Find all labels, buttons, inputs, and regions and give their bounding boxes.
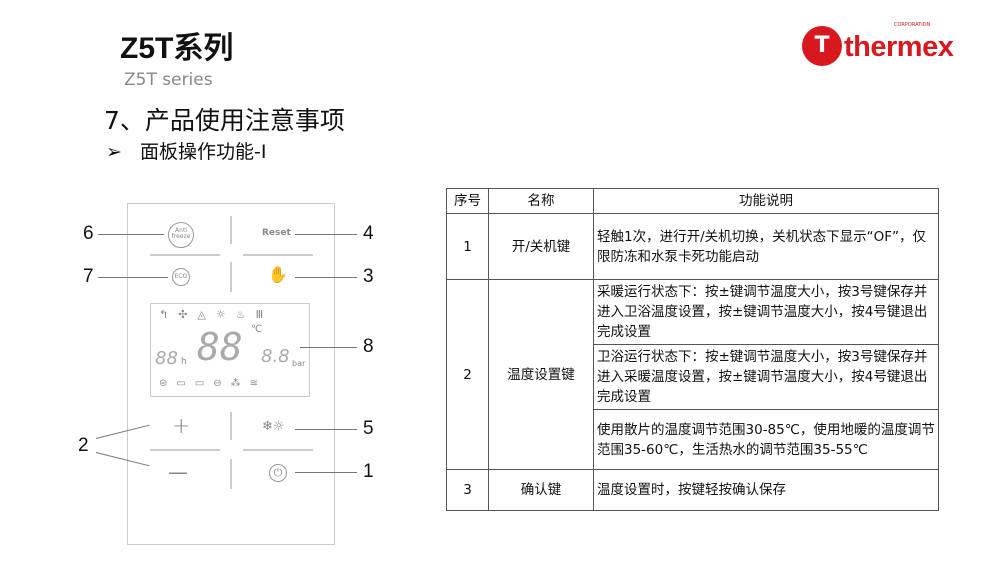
reset-button[interactable]: Reset bbox=[262, 228, 291, 238]
power-button[interactable]: ⏻ bbox=[269, 464, 287, 482]
header-name: 名称 bbox=[488, 188, 594, 214]
logo-text: thermex bbox=[844, 31, 954, 63]
callout-5: 5 bbox=[363, 418, 374, 439]
callout-2: 2 bbox=[78, 435, 89, 456]
row-no: 1 bbox=[446, 213, 489, 280]
row-no: 3 bbox=[446, 469, 489, 511]
row-desc: 轻触1次，进行开/关机切换，关机状态下显示“OF”，仅限防冻和水泵卡死功能启动 bbox=[593, 213, 939, 280]
lcd-display: ↰✣◬☼♨Ⅲ 88 ℃ 88 h 8.8 bar ⊜▭▭⊖⁂≋ bbox=[150, 303, 310, 397]
antifreeze-button[interactable]: Anti freeze bbox=[168, 222, 194, 248]
row-desc: 使用散片的温度调节范围30-85℃，使用地暖的温度调节范围35-60℃，生活热水… bbox=[593, 409, 939, 470]
subsection-text: 面板操作功能-I bbox=[140, 141, 267, 163]
callout-8: 8 bbox=[363, 336, 374, 357]
minus-button[interactable]: — bbox=[168, 460, 188, 484]
row-name: 确认键 bbox=[488, 469, 594, 511]
thermex-logo: T CORPORATION thermex bbox=[802, 22, 977, 68]
plus-button[interactable]: + bbox=[172, 414, 191, 439]
control-panel-diagram: Anti freeze Reset ECO ✋ + — ❄☼ ⏻ bbox=[127, 203, 335, 545]
hand-confirm-button[interactable]: ✋ bbox=[268, 265, 288, 284]
lcd-unit-c: ℃ bbox=[251, 324, 263, 335]
eco-button[interactable]: ECO bbox=[172, 268, 190, 286]
row-name: 开/关机键 bbox=[488, 213, 594, 280]
header-no: 序号 bbox=[446, 188, 489, 214]
page-subtitle: Z5T series bbox=[124, 70, 213, 90]
page-title: Z5T系列 bbox=[120, 32, 234, 65]
table-header-row: 序号 名称 功能说明 bbox=[446, 188, 939, 214]
logo-mark-icon: T bbox=[802, 26, 842, 66]
snowflake-sun-button[interactable]: ❄☼ bbox=[262, 419, 285, 434]
row-no: 2 bbox=[446, 279, 489, 470]
callout-3: 3 bbox=[363, 266, 374, 287]
row-desc: 卫浴运行状态下：按±键调节温度大小，按3号键保存并进入采暖温度设置，按±键调节温… bbox=[593, 344, 939, 410]
table-row: 1 开/关机键 轻触1次，进行开/关机切换，关机状态下显示“OF”，仅限防冻和水… bbox=[446, 213, 939, 280]
callout-4: 4 bbox=[363, 223, 374, 244]
section-heading: 7、产品使用注意事项 bbox=[104, 106, 345, 135]
subsection-heading: ➢ 面板操作功能-I bbox=[106, 140, 267, 164]
function-table: 序号 名称 功能说明 1 开/关机键 轻触1次，进行开/关机切换，关机状态下显示… bbox=[446, 188, 939, 511]
lcd-big-digits: 88 bbox=[197, 325, 243, 369]
bullet-icon: ➢ bbox=[106, 141, 122, 163]
table-row: 2 温度设置键 采暖运行状态下：按±键调节温度大小，按3号键保存并进入卫浴温度设… bbox=[446, 279, 939, 470]
logo-corp: CORPORATION bbox=[894, 22, 931, 28]
row-desc: 温度设置时，按键轻按确认保存 bbox=[593, 469, 939, 511]
row-name: 温度设置键 bbox=[488, 279, 594, 470]
lcd-pressure-digits: 8.8 bbox=[261, 346, 290, 367]
row-desc: 采暖运行状态下：按±键调节温度大小，按3号键保存并进入卫浴温度设置，按±键调节温… bbox=[593, 279, 939, 345]
table-row: 3 确认键 温度设置时，按键轻按确认保存 bbox=[446, 469, 939, 511]
callout-6: 6 bbox=[83, 223, 94, 244]
lcd-unit-bar: bar bbox=[292, 359, 306, 368]
lcd-hours-digits: 88 bbox=[155, 348, 178, 369]
callout-1: 1 bbox=[363, 461, 374, 482]
lcd-mode-icons: ⊜▭▭⊖⁂≋ bbox=[159, 378, 268, 389]
lcd-unit-h: h bbox=[181, 357, 187, 367]
lcd-status-icons: ↰✣◬☼♨Ⅲ bbox=[159, 308, 274, 321]
header-desc: 功能说明 bbox=[593, 188, 939, 214]
callout-7: 7 bbox=[83, 266, 94, 287]
